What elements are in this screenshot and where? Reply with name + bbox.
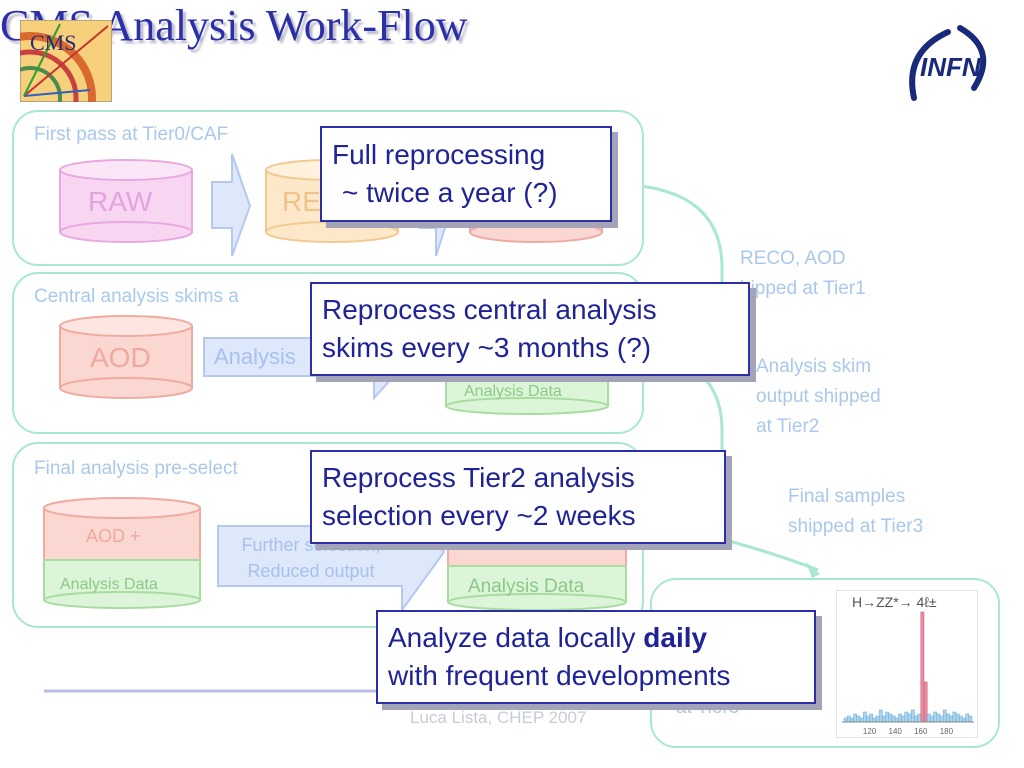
background-bar: [850, 717, 854, 723]
higgs-mass-plot: 120 140 160 180 H→ZZ*→ 4ℓ±: [835, 589, 979, 739]
infn-icon: INFN: [909, 25, 987, 101]
background-bar: [939, 715, 944, 723]
analysis-data-right-label: Analysis Data: [468, 576, 585, 597]
background-bar: [862, 711, 867, 723]
callout-analyze-locally-prefix: Analyze data locally: [388, 622, 644, 653]
note-analysis-skim: Analysis skim output shipped at Tier2: [756, 352, 881, 442]
background-bar: [936, 713, 941, 723]
callout-tier2-selection: Reprocess Tier2 analysis selection every…: [310, 450, 726, 544]
note-reco-aod-line1: RECO, AOD: [740, 248, 846, 269]
background-bar: [933, 711, 938, 723]
background-bar: [926, 713, 931, 723]
background-bar: [901, 715, 906, 723]
background-bar: [846, 715, 851, 723]
aod-cylinder-label: AOD: [90, 342, 151, 373]
background-bar: [882, 715, 886, 723]
callout-full-reprocessing-line1: Full reprocessing: [332, 139, 546, 170]
background-bar: [904, 711, 909, 723]
note-analysis-skim-line1: Analysis skim: [756, 356, 872, 377]
raw-cylinder: [59, 159, 193, 243]
background-bar: [955, 713, 960, 723]
central-skims-panel-label: Central analysis skims a: [34, 286, 239, 307]
callout-central-skims-line1: Reprocess central analysis: [322, 294, 657, 325]
plot-title: H→ZZ*→ 4ℓ±: [852, 594, 937, 610]
background-bar: [898, 713, 902, 723]
x-tick-label: 120: [863, 727, 877, 736]
analysis-data-cylinder: [445, 369, 609, 415]
background-bar: [872, 717, 877, 723]
background-bar: [888, 713, 893, 723]
background-bar: [859, 717, 864, 723]
background-bar: [866, 715, 870, 723]
aod-plus-label: AOD +: [86, 526, 141, 546]
callout-tier2-selection-line1: Reprocess Tier2 analysis: [322, 462, 635, 493]
background-bar: [875, 715, 880, 723]
tier0-arrow-1: [211, 153, 252, 257]
note-final-samples: Final samples shipped at Tier3: [788, 482, 923, 542]
analysis-data-cylinder-left: [43, 559, 201, 609]
background-bar: [907, 713, 912, 723]
raw-cylinder-label: RAW: [88, 186, 153, 217]
x-tick-label: 140: [889, 727, 903, 736]
higgs-mass-histogram: 120 140 160 180: [835, 589, 979, 739]
reco-cylinder-label: RE: [282, 186, 321, 217]
signal-bar: [920, 611, 925, 723]
analysis-data-cylinder-right: [447, 565, 627, 611]
note-final-samples-line1: Final samples: [788, 486, 906, 507]
background-bar: [910, 709, 915, 723]
note-reco-aod: RECO, AOD hipped at Tier1: [740, 244, 866, 304]
callout-analyze-locally-line2: with frequent developments: [388, 660, 731, 691]
callout-analyze-locally-line1: Analyze data locally daily: [388, 614, 804, 657]
background-bar: [885, 711, 890, 723]
background-bar: [949, 715, 954, 723]
signal-bar: [923, 681, 928, 723]
analysis-data-left-label: Analysis Data: [60, 576, 158, 593]
background-bar: [856, 715, 861, 723]
background-bar: [942, 709, 947, 723]
final-preselection-panel-label: Final analysis pre-select: [34, 458, 238, 479]
background-bar: [917, 713, 922, 723]
svg-text:CMS: CMS: [30, 30, 76, 55]
callout-analyze-locally-bold: daily: [643, 622, 708, 653]
background-bar: [853, 713, 858, 723]
callout-central-skims: Reprocess central analysis skims every ~…: [310, 282, 750, 376]
callout-full-reprocessing: Full reprocessing ~ twice a year (?): [320, 126, 612, 222]
note-reco-aod-line2: hipped at Tier1: [740, 278, 866, 299]
tier0-panel-label: First pass at Tier0/CAF: [34, 124, 229, 145]
analysis-data-label: Analysis Data: [464, 383, 562, 400]
background-bar: [869, 713, 874, 723]
background-bar: [894, 717, 899, 723]
analysis-box-label: Analysis: [214, 344, 296, 369]
background-bar: [968, 715, 973, 723]
background-bar: [914, 715, 918, 723]
background-bar: [843, 717, 848, 723]
footer-author: Luca Lista, CHEP 2007: [410, 708, 587, 727]
background-bar: [965, 713, 970, 723]
callout-analyze-locally: Analyze data locally daily with frequent…: [376, 610, 816, 704]
background-bar: [946, 713, 950, 723]
svg-text:INFN: INFN: [920, 52, 982, 82]
note-analysis-skim-line3: at Tier2: [756, 416, 820, 437]
background-bar: [930, 715, 934, 723]
note-analysis-skim-line2: output shipped: [756, 386, 881, 407]
aod-cylinder: [59, 315, 193, 399]
infn-logo: INFN: [902, 22, 1000, 108]
callout-central-skims-line2: skims every ~3 months (?): [322, 332, 652, 363]
background-bar: [952, 711, 957, 723]
note-final-samples-line2: shipped at Tier3: [788, 516, 924, 537]
x-tick-label: 160: [914, 727, 928, 736]
x-tick-label: 180: [940, 727, 954, 736]
callout-tier2-selection-line2: selection every ~2 weeks: [322, 500, 636, 531]
background-bar: [891, 715, 896, 723]
background-bar: [958, 715, 963, 723]
further-selection-line2: Reduced output: [247, 561, 375, 581]
callout-full-reprocessing-line2: ~ twice a year (?): [342, 177, 558, 208]
background-bar: [878, 709, 883, 723]
background-bar: [962, 717, 966, 723]
